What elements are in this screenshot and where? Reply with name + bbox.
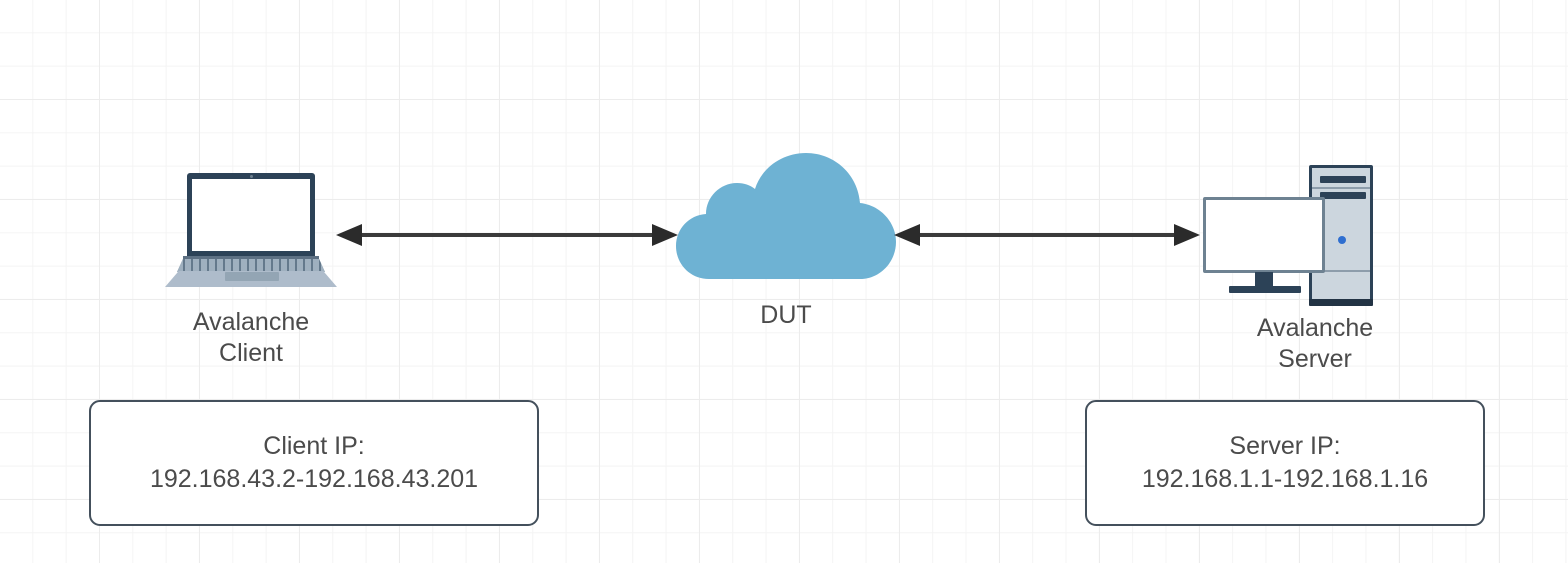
- server-icon[interactable]: [1203, 165, 1378, 306]
- node-label-server: Avalanche Server: [1256, 314, 1374, 373]
- node-label-dut: DUT: [760, 301, 812, 329]
- laptop-icon[interactable]: [163, 173, 339, 287]
- node-label-client: Avalanche Client: [192, 308, 310, 367]
- server-tower-foot: [1309, 299, 1373, 306]
- laptop-webcam-icon: [250, 175, 253, 178]
- server-tower-seam-top: [1312, 187, 1370, 189]
- server-power-led-icon: [1338, 236, 1346, 244]
- laptop-screen: [192, 179, 310, 251]
- server-monitor-neck: [1255, 272, 1273, 287]
- laptop-keyboard: [177, 259, 325, 272]
- laptop-hinge: [183, 256, 319, 260]
- server-monitor-screen: [1203, 197, 1325, 273]
- server-monitor-stand: [1229, 286, 1301, 293]
- client-ip-box[interactable]: Client IP: 192.168.43.2-192.168.43.201: [89, 400, 539, 526]
- server-drive-bay-bottom: [1320, 192, 1366, 199]
- laptop-lid: [187, 173, 315, 257]
- connector-dut-server[interactable]: [894, 215, 1200, 255]
- laptop-trackpad: [225, 272, 279, 281]
- server-tower-seam-bottom: [1312, 270, 1370, 272]
- cloud-icon[interactable]: [676, 153, 896, 279]
- server-ip-box[interactable]: Server IP: 192.168.1.1-192.168.1.16: [1085, 400, 1485, 526]
- server-drive-bay-top: [1320, 176, 1366, 183]
- connector-client-dut[interactable]: [336, 215, 678, 255]
